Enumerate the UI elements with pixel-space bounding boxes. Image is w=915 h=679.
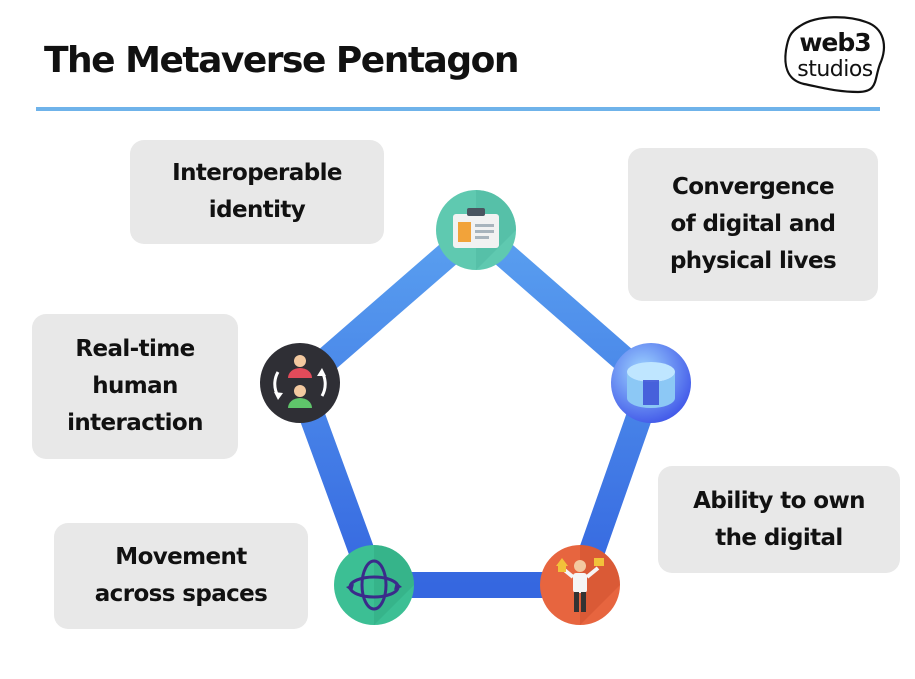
hologram-projector-icon (627, 362, 675, 408)
node-real-time-interaction (260, 343, 340, 423)
label-convergence: Convergence of digital and physical live… (628, 148, 878, 301)
node-ability-to-own (540, 545, 620, 625)
node-convergence (611, 343, 691, 423)
header-divider (36, 107, 880, 111)
label-ability-to-own: Ability to own the digital (658, 466, 900, 573)
web3-studios-logo: web3 studios (780, 12, 890, 96)
label-line: of digital and (670, 211, 836, 237)
pentagon-edges (287, 217, 664, 598)
label-line: physical lives (669, 248, 837, 274)
logo-wordmark-web3: web3 (799, 28, 871, 57)
id-card-icon (453, 208, 499, 248)
person-with-assets-icon (556, 558, 604, 612)
node-interoperable-identity (436, 190, 516, 270)
node-movement-across-spaces (334, 545, 414, 625)
page-title: The Metaverse Pentagon (44, 40, 519, 81)
label-line: Movement (115, 544, 247, 570)
label-interoperable-identity: Interoperable identity (130, 140, 384, 244)
label-line: the digital (715, 524, 843, 551)
label-line: human (92, 373, 178, 399)
label-line: Convergence (671, 174, 835, 200)
rotating-globe-icon (346, 559, 402, 611)
label-line: interaction (67, 410, 203, 436)
label-line: across spaces (94, 581, 268, 607)
logo-wordmark-studios: studios (797, 57, 873, 82)
label-movement-across-spaces: Movement across spaces (54, 523, 308, 629)
label-real-time-interaction: Real-time human interaction (32, 314, 238, 459)
label-line: Ability to own (693, 487, 865, 514)
label-line: identity (208, 197, 306, 223)
label-line: Real-time (75, 336, 195, 362)
people-exchange-icon (273, 355, 327, 408)
label-line: Interoperable (172, 160, 342, 186)
